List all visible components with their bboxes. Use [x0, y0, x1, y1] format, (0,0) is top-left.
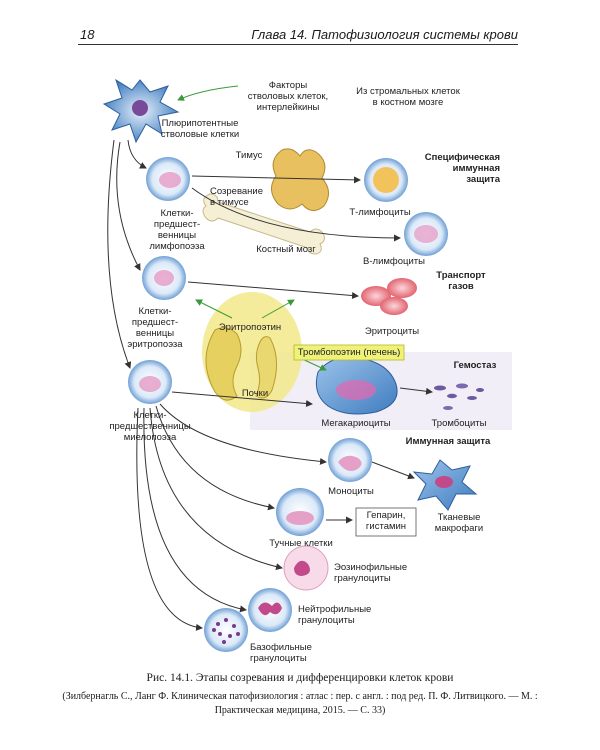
thrombopoietin-box — [293, 344, 405, 361]
b-lymphocyte-nucleus — [414, 225, 438, 243]
arrow-mega-to-platelets — [399, 387, 433, 395]
megakaryocyte-nucleus — [336, 380, 376, 400]
label-neutrophils: Нейтрофильные гранулоциты — [298, 604, 372, 626]
arrow-stem-to-lympho — [127, 139, 147, 169]
label-b-lymphocytes: В-лимфоциты — [363, 256, 425, 267]
arrow-myelo-to-mono — [159, 403, 327, 465]
figure-caption-source: (Зилбернагль С., Ланг Ф. Клиническая пат… — [62, 691, 538, 716]
arrow-stem-to-erythro — [116, 141, 141, 271]
myelo-precursor-nucleus — [139, 376, 161, 392]
label-tissue-macrophages: Тканевые макрофаги — [434, 512, 484, 534]
monocyte-nucleus — [338, 455, 362, 471]
chapter-title: Глава 14. Патофизиология системы крови — [251, 27, 518, 42]
label-hemostasis: Гемостаз — [453, 360, 497, 371]
arrow-stem-to-myelo — [107, 139, 132, 369]
label-erythropoietin: Эритропоэтин — [218, 322, 282, 333]
label-thymus: Тимус — [235, 150, 263, 161]
label-maturation-thymus: Созревание в тимусе — [210, 186, 264, 208]
label-myelo-precursors: Клетки- предшественницы миелопоэза — [109, 410, 191, 443]
erythrocyte-3 — [380, 297, 408, 315]
arrow-myelo-to-eosino — [149, 407, 283, 571]
label-platelets: Тромбоциты — [431, 418, 487, 429]
label-stem-factors: Факторы стволовых клеток, интерлейкины — [247, 80, 329, 113]
figure-caption-title: Рис. 14.1. Этапы созревания и дифференци… — [146, 672, 454, 684]
platelets-icon — [434, 383, 484, 410]
label-monocytes: Моноциты — [328, 486, 374, 497]
label-lympho-precursors: Клетки- предшест- венницы лимфопоэза — [149, 208, 205, 252]
green-arrow-epo-left — [195, 299, 233, 319]
label-thrombopoietin: Тромбопоэтин (печень) — [297, 347, 401, 358]
label-heparin: Гепарин, гистамин — [365, 510, 407, 532]
label-gas-transport: Транспорт газов — [436, 270, 486, 292]
arrow-lympho-to-t — [191, 175, 361, 184]
heparin-box — [355, 507, 417, 537]
label-immune-defense: Иммунная защита — [405, 436, 491, 447]
basophil-cell — [204, 608, 248, 652]
label-bone-marrow: Костный мозг — [256, 244, 316, 255]
bone-icon — [202, 193, 326, 255]
label-stromal-source: Из стромальных клеток в костном мозге — [356, 86, 460, 108]
label-erythrocytes: Эритроциты — [364, 326, 420, 337]
arrow-myelo-to-baso — [136, 407, 203, 631]
arrow-erythro-to-rbc — [187, 281, 359, 299]
label-eosinophils: Эозинофильные гранулоциты — [334, 562, 408, 584]
thymus-icon — [271, 148, 329, 211]
label-megakaryocytes: Мегакариоциты — [321, 418, 391, 429]
label-pluripotent: Плюрипотентные стволовые клетки — [160, 118, 240, 140]
arrow-lympho-to-b — [191, 187, 401, 242]
green-arrow-factors — [177, 85, 239, 101]
kidney-icon-2 — [255, 336, 277, 399]
label-specific-immunity: Специфическая иммунная защита — [424, 152, 500, 185]
label-basophils: Базофильные гранулоциты — [250, 642, 312, 664]
green-arrow-epo-right — [261, 299, 295, 319]
t-lymphocyte-nucleus — [373, 167, 399, 193]
neutrophil-nucleus — [258, 602, 282, 616]
stem-cell-nucleus — [132, 100, 148, 116]
arrow-mono-to-macro — [371, 461, 415, 480]
basophil-granules — [212, 618, 240, 644]
arrow-myelo-to-neutro — [143, 407, 247, 613]
kidney-icon — [205, 327, 242, 401]
erythrocyte-2 — [387, 278, 417, 298]
macrophage-nucleus — [435, 476, 453, 488]
arrow-myelo-to-mega — [171, 391, 313, 407]
mast-cell-nucleus — [286, 511, 314, 525]
erythro-precursor-nucleus — [154, 270, 174, 286]
label-kidneys: Почки — [241, 388, 269, 399]
header-rule — [78, 44, 518, 45]
eosinophil-nucleus — [294, 560, 310, 576]
label-t-lymphocytes: Т-лимфоциты — [349, 207, 411, 218]
label-mast-cells: Тучные клетки — [269, 538, 333, 549]
label-erythro-precursors: Клетки- предшест- венницы эритропоэза — [127, 306, 183, 350]
arrow-myelo-to-mast — [155, 405, 275, 511]
page-number: 18 — [80, 27, 95, 42]
lympho-precursor-nucleus — [159, 172, 181, 188]
